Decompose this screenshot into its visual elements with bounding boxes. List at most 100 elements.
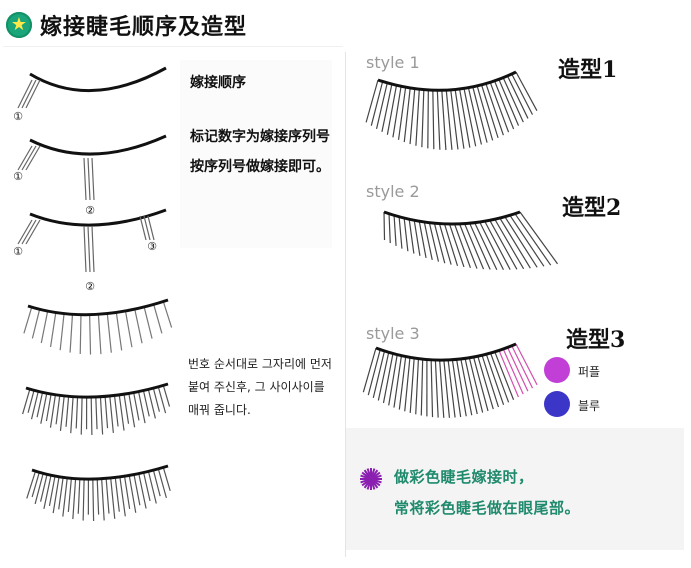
lash-strand [489,82,510,133]
lash-strand [415,358,420,415]
lash-strand [123,394,130,424]
lash-strand [489,352,510,403]
lash-strand [128,393,136,428]
lash-strand [409,357,415,413]
lash-strand [162,467,171,491]
lash-strand [65,396,70,427]
lash-strand [104,396,109,429]
lash-strand [17,79,33,109]
style-2-label: style 2 [366,182,420,201]
lash-strand [96,478,100,515]
lash-strand [445,90,453,150]
lash-strand [21,145,37,171]
lash-strand [511,345,534,389]
lash-line [29,66,167,93]
lash-strand [162,301,173,328]
order-marker: ② [85,204,95,217]
lash-strand [484,220,511,270]
lash-strand [382,353,394,404]
lash-strand [468,357,484,413]
lash-strand [448,223,465,268]
lash-strand [362,347,377,393]
lash-strand [427,89,429,149]
column-divider [345,52,346,557]
lash-strand [40,474,48,502]
lash-strand [115,312,123,351]
style-1-label: style 1 [366,53,420,72]
lash-strand [62,477,68,517]
lash-line [31,464,169,481]
lash-strand [472,86,488,143]
lash-strand [70,396,74,434]
style-lash-line [377,70,517,92]
lash-strand [447,359,456,418]
lash-line [25,382,169,399]
lash-strand [17,219,33,245]
lash-strand [157,468,167,499]
lash-strand [87,157,91,201]
title-row: ★ 嫁接睫毛顺序及造型 [6,8,247,42]
blue-label: 블루 [578,399,601,413]
order-marker: ① [13,245,23,258]
lash-strand [118,394,125,431]
lash-strand [397,87,407,140]
lash-strand [418,221,427,259]
lash-strand [128,475,137,513]
lash-strand [89,314,92,355]
lash-strand [124,310,133,348]
lash-strand [67,478,72,513]
lash-strand [453,223,472,269]
lash-strand [481,355,500,408]
lash-strand [381,83,393,133]
lash-strand [515,71,538,111]
style-3-label: style 3 [366,324,420,343]
lash-strand [134,309,143,344]
order-marker: ② [85,280,95,293]
lash-strand [421,89,425,148]
lash-strand [59,313,65,351]
lash-line [29,208,167,227]
lash-strand [413,220,421,256]
lash-strand [23,306,33,334]
lash-strand [502,77,524,123]
lash-strand [139,215,147,241]
lash-strand [388,213,391,244]
lash-strand [392,86,402,138]
lash-strand [458,88,471,148]
lash-strand [367,349,381,396]
lash-strand [430,359,434,418]
style-1-name: 造型1 [558,57,618,83]
lash-strand [441,90,447,150]
lash-strand [83,157,87,201]
lash-strand [114,477,120,512]
lash-strand [36,392,44,418]
purple-label: 퍼플 [578,365,601,379]
lash-strand [450,89,459,150]
lash-strand [476,85,494,141]
lash-strand [147,389,156,419]
lash-strand [386,85,398,135]
lash-strand [519,211,559,265]
order-marker: ③ [147,240,157,253]
tip-line-1: 做彩色睫毛嫁接时， [394,468,534,486]
lash-strand [40,310,49,344]
lash-strand [469,222,491,270]
page-title: 嫁接睫毛顺序及造型 [40,15,248,40]
lash-strand [415,89,420,146]
style-lash-line [383,210,521,226]
lash-strand [499,217,531,269]
lash-strand [25,145,41,171]
lash-strand [375,82,388,129]
lash-strand [443,223,459,267]
lash-strand [515,343,538,386]
lash-strand [398,216,403,249]
lash-strand [423,221,433,260]
lash-strand [370,81,384,126]
lash-strand [439,360,445,418]
lash-strand [504,216,538,268]
lash-strand [133,392,140,421]
lash-strand [511,73,534,115]
lash-strand [393,215,397,246]
